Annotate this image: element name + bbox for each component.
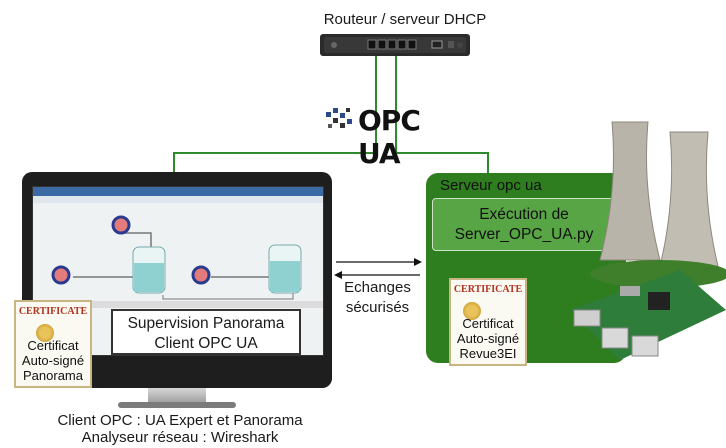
- exchange-line2: sécurisés: [345, 299, 410, 316]
- screen-statusbar: [33, 301, 323, 308]
- screen-titlebar: [33, 187, 323, 196]
- pump-icon: [191, 265, 211, 285]
- opc-ua-logo-text: OPC UA: [358, 104, 421, 170]
- link-router-to-server: [395, 50, 489, 173]
- raspberry-pi-icon: [570, 270, 726, 360]
- exec-line1: Exécution de: [479, 206, 569, 223]
- client-caption-line1: Client OPC : UA Expert et Panorama: [57, 412, 303, 429]
- screen-menubar: [33, 196, 323, 203]
- server-certificate: CERTIFICATE Certificat Auto-signé Revue3…: [449, 278, 527, 366]
- router-label: Routeur / serveur DHCP: [323, 11, 487, 28]
- server-exec-box: Exécution de Server_OPC_UA.py: [432, 198, 616, 251]
- cooling-tower-icon: [659, 131, 719, 267]
- secure-exchange-label: Echanges sécurisés: [335, 278, 420, 318]
- pump-icon: [51, 265, 71, 285]
- certificate-line1: Certificat: [27, 338, 79, 353]
- tank-icon: [268, 244, 302, 294]
- medal-icon: [36, 324, 54, 342]
- pump-icon: [111, 215, 131, 235]
- power-plant-raspberry-illustration: [570, 121, 726, 360]
- client-caption: Client OPC : UA Expert et Panorama Analy…: [20, 412, 340, 446]
- router-icon: [320, 34, 470, 56]
- certificate-text: Certificat Auto-signé Revue3EI: [451, 316, 525, 361]
- client-box-line2: Client OPC UA: [154, 335, 258, 352]
- cooling-tower-icon: [599, 121, 661, 261]
- process-synoptic: [51, 215, 302, 300]
- certificate-line3: Revue3EI: [459, 346, 517, 361]
- opc-ua-logo: OPC UA: [326, 104, 470, 170]
- client-certificate: CERTIFICATE Certificat Auto-signé Panora…: [14, 300, 92, 388]
- link-router-to-client: [173, 50, 377, 172]
- exec-line2: Server_OPC_UA.py: [454, 226, 594, 243]
- client-box-line1: Supervision Panorama: [127, 315, 285, 332]
- monitor-base: [118, 402, 236, 408]
- server-title: Serveur opc ua: [440, 177, 542, 194]
- certificate-line2: Auto-signé: [456, 331, 520, 346]
- certificate-header: CERTIFICATE: [453, 284, 523, 295]
- certificate-header: CERTIFICATE: [18, 306, 88, 317]
- client-supervision-box: Supervision Panorama Client OPC UA: [111, 309, 301, 355]
- certificate-text: Certificat Auto-signé Panorama: [16, 338, 90, 383]
- tank-icon: [132, 246, 166, 294]
- certificate-line1: Certificat: [462, 316, 514, 331]
- monitor-stand: [148, 388, 206, 404]
- medal-icon: [463, 302, 481, 320]
- certificate-line3: Panorama: [23, 368, 83, 383]
- client-caption-line2: Analyseur réseau : Wireshark: [81, 429, 279, 446]
- certificate-line2: Auto-signé: [21, 353, 85, 368]
- exchange-line1: Echanges: [344, 279, 411, 296]
- logo-pixel-icon: [326, 108, 352, 128]
